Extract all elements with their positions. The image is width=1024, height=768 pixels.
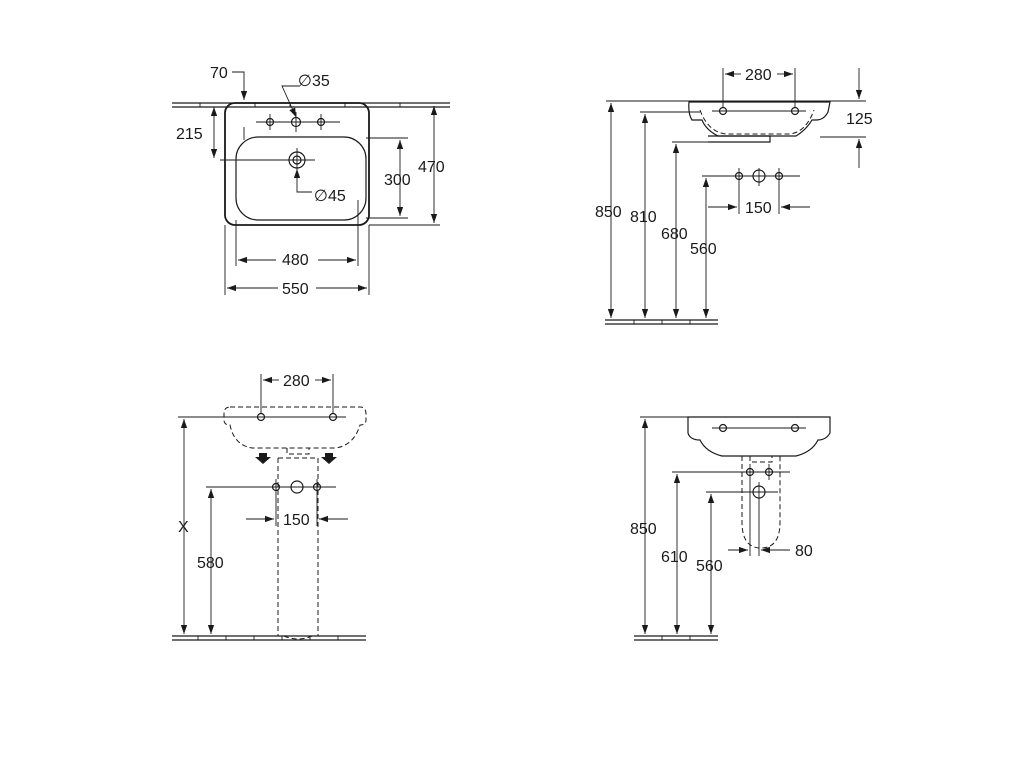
- dim-rim-height: 850: [595, 204, 622, 221]
- dim-underside: 810: [630, 209, 657, 226]
- dim-trap: 680: [661, 226, 688, 243]
- dim-semi-offset: 80: [795, 543, 813, 560]
- side-tap-holes: [712, 106, 806, 116]
- pedestal-tap-holes: [178, 412, 346, 422]
- basin-body: [688, 101, 831, 137]
- semi-supply-fittings: [672, 464, 790, 556]
- basin-outline: [224, 102, 370, 226]
- dim-pedestal-supply-spacing: 150: [283, 512, 310, 529]
- dim-supply-spacing: 150: [745, 200, 772, 217]
- pedestal-floor-line: [172, 635, 366, 641]
- dim-bowl-width: 480: [282, 252, 309, 269]
- dim-semi-supply: 610: [661, 549, 688, 566]
- pedestal-supply-fittings: [206, 479, 336, 526]
- dim-pedestal-supply: 580: [197, 555, 224, 572]
- side-supply-fittings: [702, 168, 800, 214]
- dim-semi-rim-height: 850: [630, 521, 657, 538]
- dim-total-width: 550: [282, 281, 309, 298]
- bowl-outline: [235, 136, 367, 221]
- dim-pedestal-rim-height: X: [178, 519, 189, 536]
- pedestal-column: [277, 457, 319, 636]
- dim-waste: ∅45: [314, 188, 346, 205]
- dim-tap-hole: ∅35: [298, 73, 330, 90]
- dim-basin-height: 125: [846, 111, 873, 128]
- semi-basin: [687, 416, 831, 457]
- waste-outlet: [220, 148, 315, 172]
- pedestal-view: 280 X 580 150: [172, 373, 367, 641]
- semi-floor-line: [634, 635, 718, 641]
- semi-tap-holes: [712, 423, 806, 433]
- dim-bowl-depth: 300: [384, 172, 411, 189]
- dim-pedestal-tap-spacing: 280: [283, 373, 310, 390]
- semi-pedestal-view: 850 610 560 80: [630, 416, 831, 641]
- top-view: 70 ∅35 215 ∅45 300 470 480 550: [172, 65, 450, 298]
- dim-supply: 560: [690, 241, 717, 258]
- tap-holes: [256, 112, 340, 132]
- semi-pedestal: [741, 456, 781, 549]
- dim-side-tap-spacing: 280: [745, 67, 772, 84]
- side-view: 280 125 850 810 680 560 150: [595, 67, 873, 325]
- pedestal-basin: [223, 406, 367, 449]
- dim-total-depth: 470: [418, 159, 445, 176]
- floor-line: [605, 319, 718, 325]
- dim-semi-waste: 560: [696, 558, 723, 575]
- dim-tap-depth: 215: [176, 126, 203, 143]
- dim-tap-offset: 70: [210, 65, 228, 82]
